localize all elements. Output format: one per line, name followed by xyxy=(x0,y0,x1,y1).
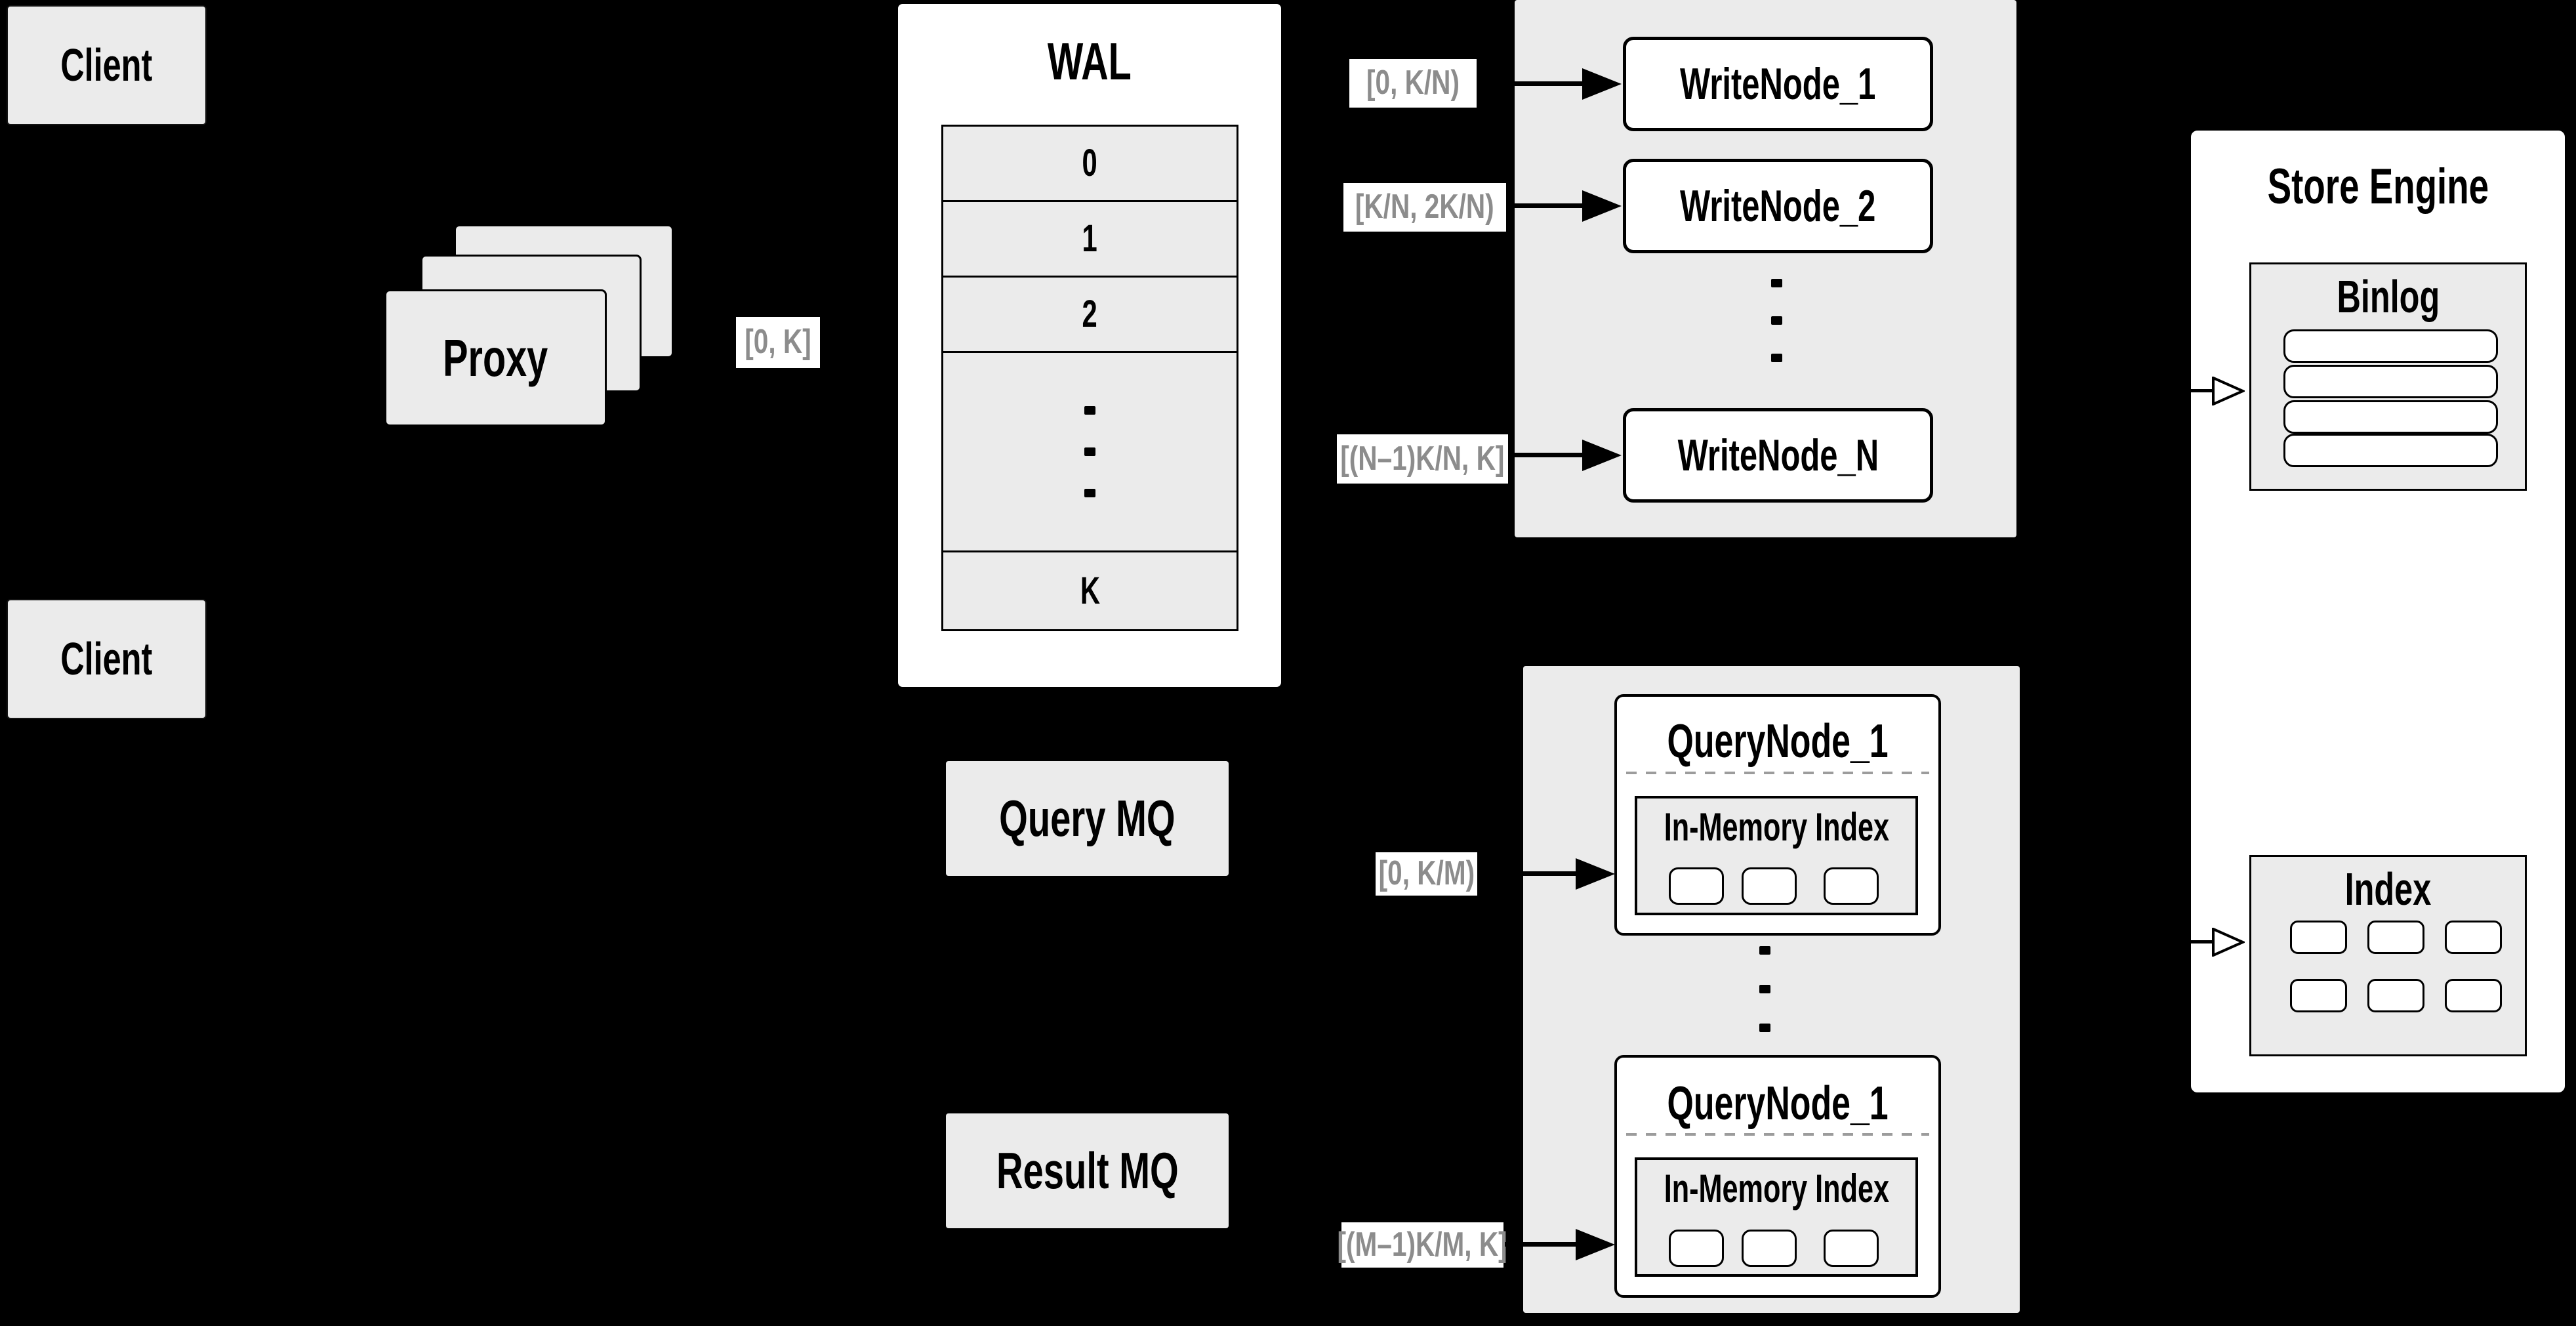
wal-segment-row: 2 xyxy=(943,278,1237,353)
query-mq-box: Query MQ xyxy=(946,761,1229,876)
vertical-ellipsis-icon xyxy=(1759,946,1770,1032)
binlog-row xyxy=(2283,400,2498,434)
index-title: Index xyxy=(2344,863,2432,915)
index-cell xyxy=(2445,979,2502,1012)
index-cell xyxy=(2367,979,2424,1012)
range-label-proxy-output: [0, K] xyxy=(736,317,820,368)
binlog-row xyxy=(2283,365,2498,398)
wal-segment-table: 0 1 2 K xyxy=(941,125,1238,631)
binlog-row xyxy=(2283,434,2498,467)
range-label-query-m: [(M–1)K/M, K] xyxy=(1338,1222,1507,1268)
arrow-to-binlog xyxy=(2190,389,2213,392)
range-label-write-1: [0, K/N) xyxy=(1349,59,1477,108)
arrow-to-query-node-2 xyxy=(1505,1242,1576,1247)
arrowhead-icon xyxy=(1582,440,1622,471)
in-memory-index-title-1: In-Memory Index xyxy=(1664,805,1889,849)
arrow-to-index xyxy=(2190,940,2213,943)
memory-segment xyxy=(1742,1230,1797,1267)
client-bottom-label: Client xyxy=(60,633,153,684)
write-node-n: WriteNode_N xyxy=(1623,408,1933,503)
wal-segment-row: 1 xyxy=(943,202,1237,278)
vertical-ellipsis-icon xyxy=(1084,406,1095,497)
arrowhead-icon xyxy=(1576,1229,1615,1260)
index-cell xyxy=(2290,921,2347,954)
store-engine-title: Store Engine xyxy=(2267,159,2489,215)
write-node-2: WriteNode_2 xyxy=(1623,159,1933,253)
client-box-top: Client xyxy=(7,5,207,125)
arrowhead-icon xyxy=(1582,190,1622,222)
memory-segment xyxy=(1669,1230,1724,1267)
index-box xyxy=(2249,855,2527,1056)
memory-segment xyxy=(1824,867,1879,905)
arrow-to-write-node-1 xyxy=(1478,81,1583,86)
memory-segment xyxy=(1824,1230,1879,1267)
hollow-arrowhead-icon xyxy=(2212,928,2245,957)
query-node-1-divider xyxy=(1626,772,1929,774)
query-node-2-divider xyxy=(1626,1133,1929,1136)
client-top-label: Client xyxy=(60,39,153,91)
vertical-ellipsis-icon xyxy=(1771,279,1782,362)
wal-ellipsis-row xyxy=(943,353,1237,552)
arrow-to-query-node-1 xyxy=(1478,871,1576,876)
arrowhead-icon xyxy=(1582,68,1622,100)
memory-segment xyxy=(1742,867,1797,905)
query-node-2-title: QueryNode_1 xyxy=(1667,1077,1889,1130)
client-box-bottom: Client xyxy=(7,599,207,719)
binlog-row xyxy=(2283,329,2498,363)
range-label-query-1: [0, K/M) xyxy=(1376,852,1477,896)
binlog-title: Binlog xyxy=(2337,270,2440,322)
write-node-1: WriteNode_1 xyxy=(1623,37,1933,131)
result-mq-box: Result MQ xyxy=(946,1113,1229,1228)
arrow-to-write-node-n xyxy=(1509,453,1583,457)
index-cell xyxy=(2290,979,2347,1012)
memory-segment xyxy=(1669,867,1724,905)
index-cell xyxy=(2445,921,2502,954)
arrowhead-icon xyxy=(1576,858,1615,890)
arrow-to-write-node-2 xyxy=(1507,203,1583,208)
range-label-write-2: [K/N, 2K/N) xyxy=(1343,183,1506,232)
wal-segment-row: 0 xyxy=(943,127,1237,202)
proxy-box: Proxy xyxy=(384,289,607,426)
query-node-1-title: QueryNode_1 xyxy=(1667,715,1889,768)
hollow-arrowhead-icon xyxy=(2212,377,2245,405)
range-label-write-n: [(N–1)K/N, K] xyxy=(1337,434,1508,484)
proxy-label: Proxy xyxy=(443,328,548,387)
wal-segment-row: K xyxy=(943,552,1237,629)
in-memory-index-title-2: In-Memory Index xyxy=(1664,1167,1889,1211)
wal-title: WAL xyxy=(1048,32,1132,91)
index-cell xyxy=(2367,921,2424,954)
